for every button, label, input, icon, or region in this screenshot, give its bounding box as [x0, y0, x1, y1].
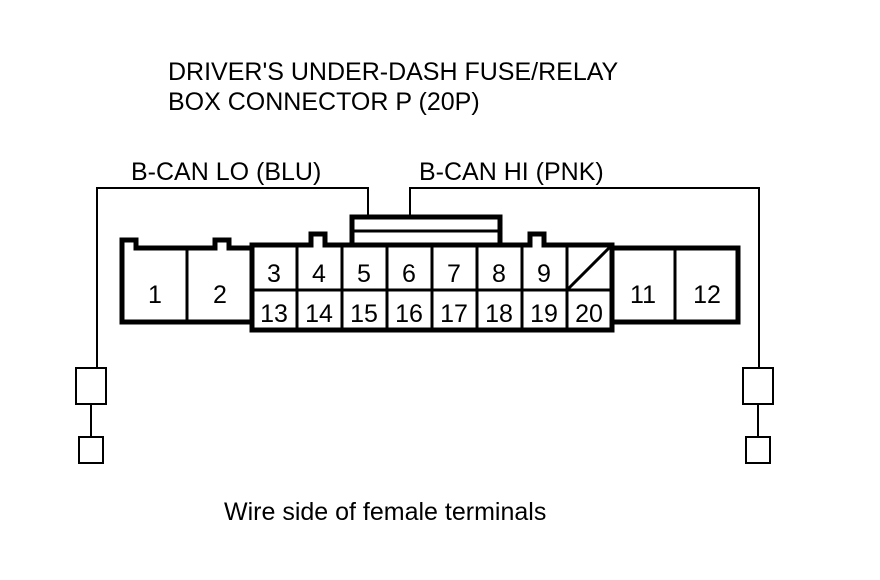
pin-label-6: 6: [402, 260, 416, 288]
blanked-cavity-10-slash: [565, 243, 614, 292]
pin-label-5: 5: [357, 260, 371, 288]
pin-label-16: 16: [395, 300, 423, 328]
pin-label-11: 11: [630, 281, 656, 309]
diagram-title-line-1: DRIVER'S UNDER-DASH FUSE/RELAY: [168, 58, 619, 86]
pin-label-19: 19: [530, 300, 558, 328]
pin-label-15: 15: [350, 300, 378, 328]
pin-label-8: 8: [492, 260, 506, 288]
pin-label-17: 17: [440, 300, 468, 328]
pin-label-18: 18: [485, 300, 513, 328]
label-b-can-hi: B-CAN HI (PNK): [419, 158, 604, 186]
pin-label-1: 1: [148, 281, 162, 309]
pin-label-7: 7: [447, 260, 461, 288]
pin-label-20: 20: [575, 300, 603, 328]
pin-label-2: 2: [213, 281, 227, 309]
housing-left-section: [119, 237, 255, 325]
terminal-symbol-left: [75, 367, 107, 464]
pin-label-12: 12: [693, 281, 721, 309]
label-b-can-lo: B-CAN LO (BLU): [131, 158, 321, 186]
pin-label-4: 4: [312, 260, 326, 288]
diagram-title-line-2: BOX CONNECTOR P (20P): [168, 88, 480, 116]
terminal-symbol-right: [742, 367, 774, 464]
pin-label-3: 3: [267, 260, 281, 288]
pin-label-9: 9: [537, 260, 551, 288]
pin-label-14: 14: [305, 300, 333, 328]
diagram-caption: Wire side of female terminals: [224, 498, 546, 526]
cavity-grid: [249, 231, 615, 333]
pin-label-13: 13: [260, 300, 288, 328]
locking-tab: [349, 214, 503, 248]
